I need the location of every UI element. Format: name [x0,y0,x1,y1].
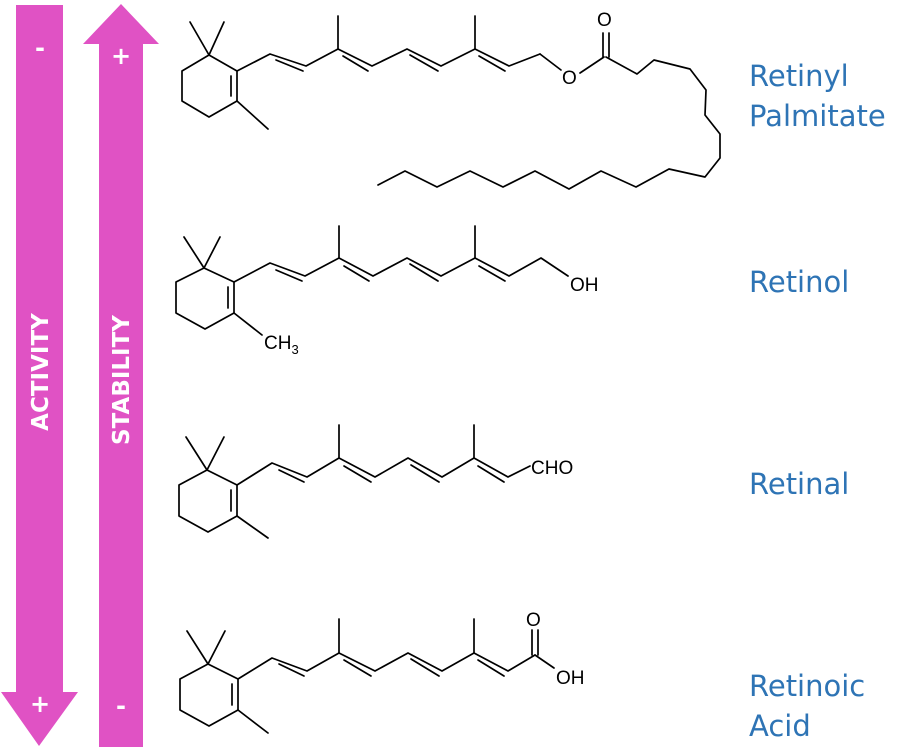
activity-arrow-shape [1,5,78,746]
label-retinal-line1: Retinal [749,467,850,501]
stability-bottom-sign: - [116,692,126,720]
label-retinyl-palmitate: Retinyl Palmitate [749,56,886,136]
retinyl-palmitate-structure: O O [181,10,721,190]
label-retinal: Retinal [749,464,849,504]
hydroxyl-group: OH [570,275,599,296]
stability-top-sign: + [111,42,131,70]
label-retinyl-palmitate-line1: Retinyl [749,59,849,93]
carbonyl-oxygen: O [526,610,541,631]
label-retinol-line1: Retinol [749,265,850,299]
hydroxyl-group: OH [556,668,585,689]
stability-arrow: + STABILITY - [83,4,159,747]
aldehyde-group: CHO [531,458,573,479]
activity-bottom-sign: + [30,690,50,718]
retinol-structure: CH3 OH [175,225,599,357]
stability-arrow-shape [83,4,159,747]
label-retinoic-acid-line2: Acid [749,709,811,743]
label-retinoic-acid-line1: Retinoic [749,669,866,703]
retinoic-acid-structure: O OH [179,610,585,734]
label-retinyl-palmitate-line2: Palmitate [749,99,886,133]
carbonyl-oxygen: O [597,10,612,31]
ester-oxygen: O [562,68,577,89]
label-retinoic-acid: Retinoic Acid [749,666,865,746]
activity-arrow: - ACTIVITY + [1,5,78,746]
activity-label: ACTIVITY [28,313,54,431]
label-retinol: Retinol [749,262,849,302]
retinal-structure: CHO [178,424,573,539]
activity-top-sign: - [35,34,45,62]
stability-label: STABILITY [109,315,135,445]
methyl-group: CH3 [264,333,299,357]
